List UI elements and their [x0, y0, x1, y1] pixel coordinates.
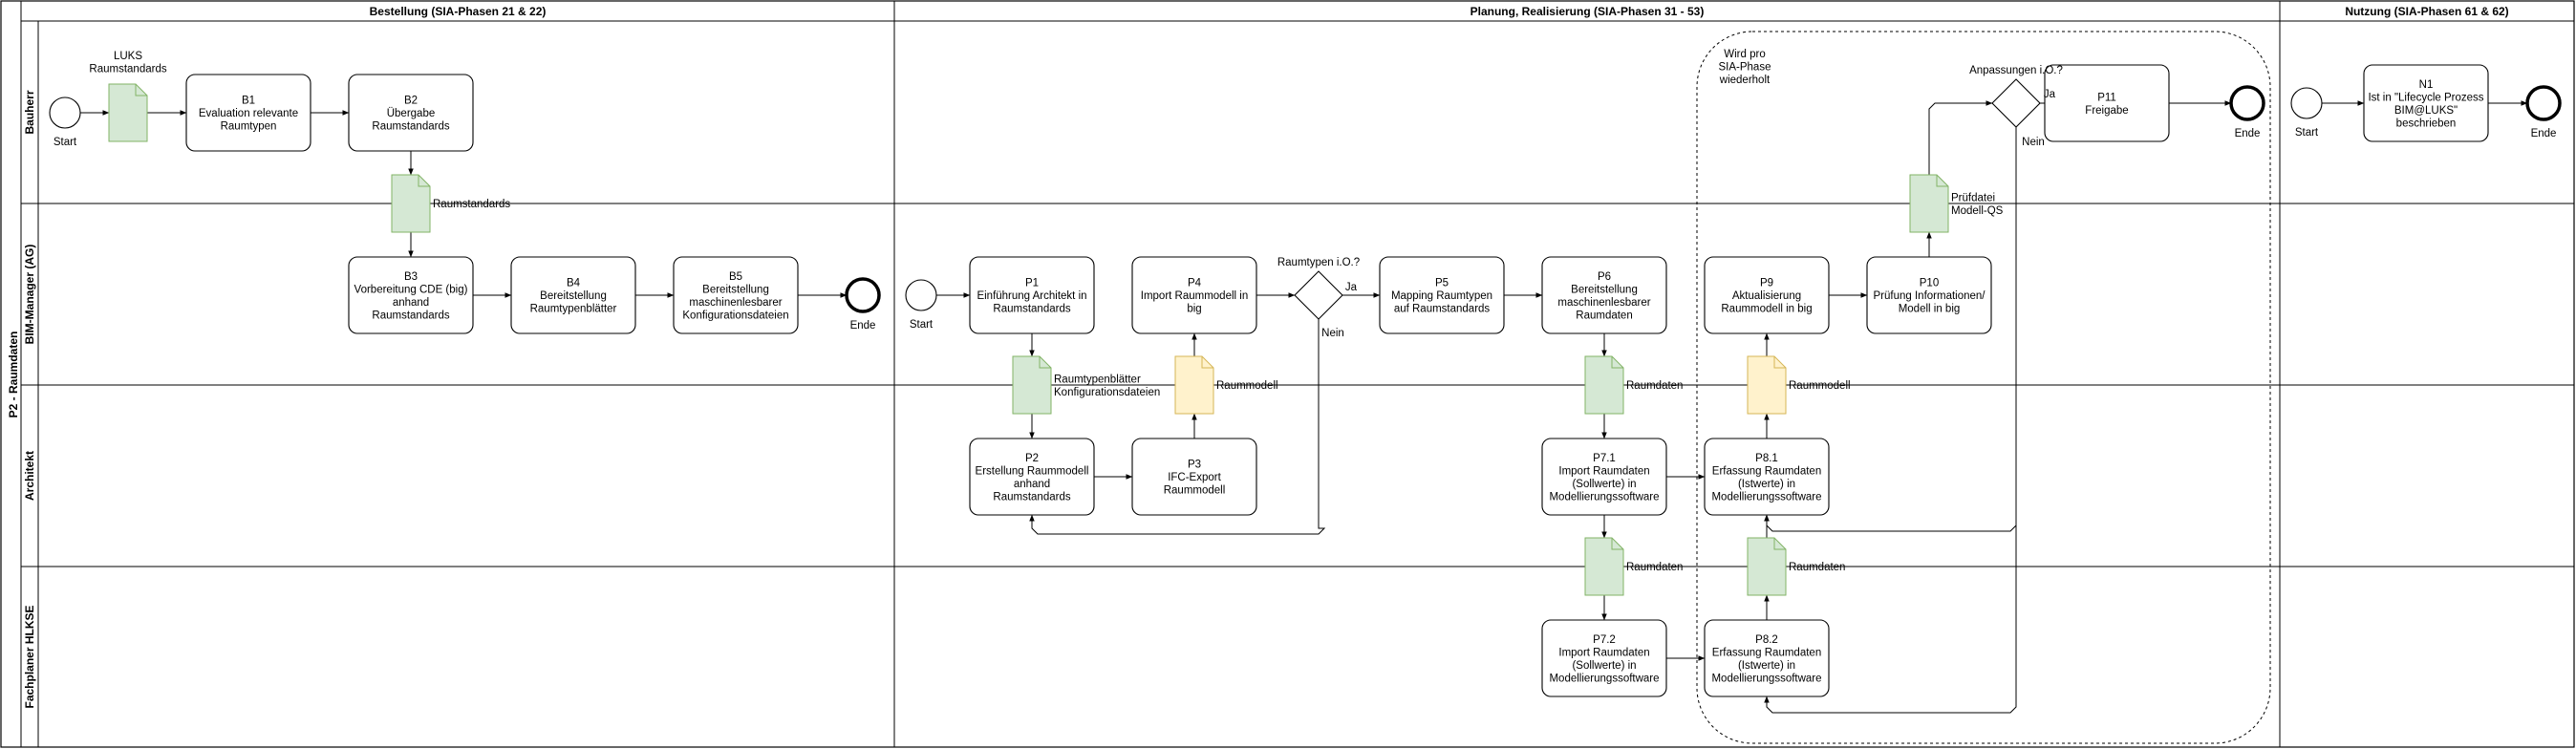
lane-label-3: Architekt — [23, 451, 36, 501]
event-label: Ende — [2235, 128, 2261, 139]
phase-header-1: Bestellung (SIA-Phasen 21 & 22) — [370, 5, 547, 18]
end-event-2: Ende — [2229, 85, 2265, 139]
start-event-2: Start — [905, 279, 937, 331]
lane-label-2: BIM-Manager (AG) — [23, 245, 36, 345]
document-label: Raumdaten — [1626, 562, 1683, 573]
document-label: Raumstandards — [433, 199, 510, 210]
sequence-flow — [1764, 127, 2017, 532]
event-label: Ende — [2531, 128, 2557, 139]
sequence-flow — [1764, 525, 2017, 714]
sequence-flow — [1928, 100, 1993, 175]
gateway-label: Raumtypen i.O.? — [1277, 257, 1360, 268]
document-label: Raumdaten — [1626, 380, 1683, 392]
document-rs: Raumstandards — [391, 174, 510, 233]
event-label: Start — [2295, 127, 2319, 139]
gateway-label: Anpassungen i.O.? — [1969, 65, 2063, 76]
gateway-no-label: Nein — [1321, 328, 1344, 339]
pool-label: P2 - Raumdaten — [7, 332, 20, 418]
gateway-yes-label: Ja — [2044, 89, 2056, 100]
sequence-flows — [80, 100, 2528, 714]
end-event-1: Ende — [845, 277, 881, 332]
event-label: Start — [910, 319, 934, 331]
document-label: Raummodell — [1789, 380, 1851, 392]
sequence-flow — [1029, 319, 1326, 535]
document-rd1: Raumdaten — [1584, 355, 1683, 415]
document-rm2: Raummodell — [1747, 355, 1851, 415]
gateway-no-label: Nein — [2022, 137, 2045, 148]
document-label: Raumdaten — [1789, 562, 1845, 573]
start-event-1: Start — [49, 96, 81, 148]
end-event-3: Ende — [2525, 85, 2562, 139]
phase-header-2: Planung, Realisierung (SIA-Phasen 31 - 5… — [1470, 5, 1705, 18]
event-label: Ende — [850, 320, 876, 332]
event-label: Start — [54, 137, 77, 148]
document-rd3: Raumdaten — [1747, 537, 1845, 596]
document-label: Raummodell — [1216, 380, 1278, 392]
document-rd2: Raumdaten — [1584, 537, 1683, 596]
start-event-3: Start — [2290, 87, 2323, 139]
lane-label-4: Fachplaner HLKSE — [23, 605, 36, 708]
document-rm1: Raummodell — [1174, 355, 1278, 415]
lane-label-1: Bauherr — [23, 90, 36, 134]
phase-header-3: Nutzung (SIA-Phasen 61 & 62) — [2345, 5, 2508, 18]
gateway-yes-label: Ja — [1345, 282, 1358, 293]
